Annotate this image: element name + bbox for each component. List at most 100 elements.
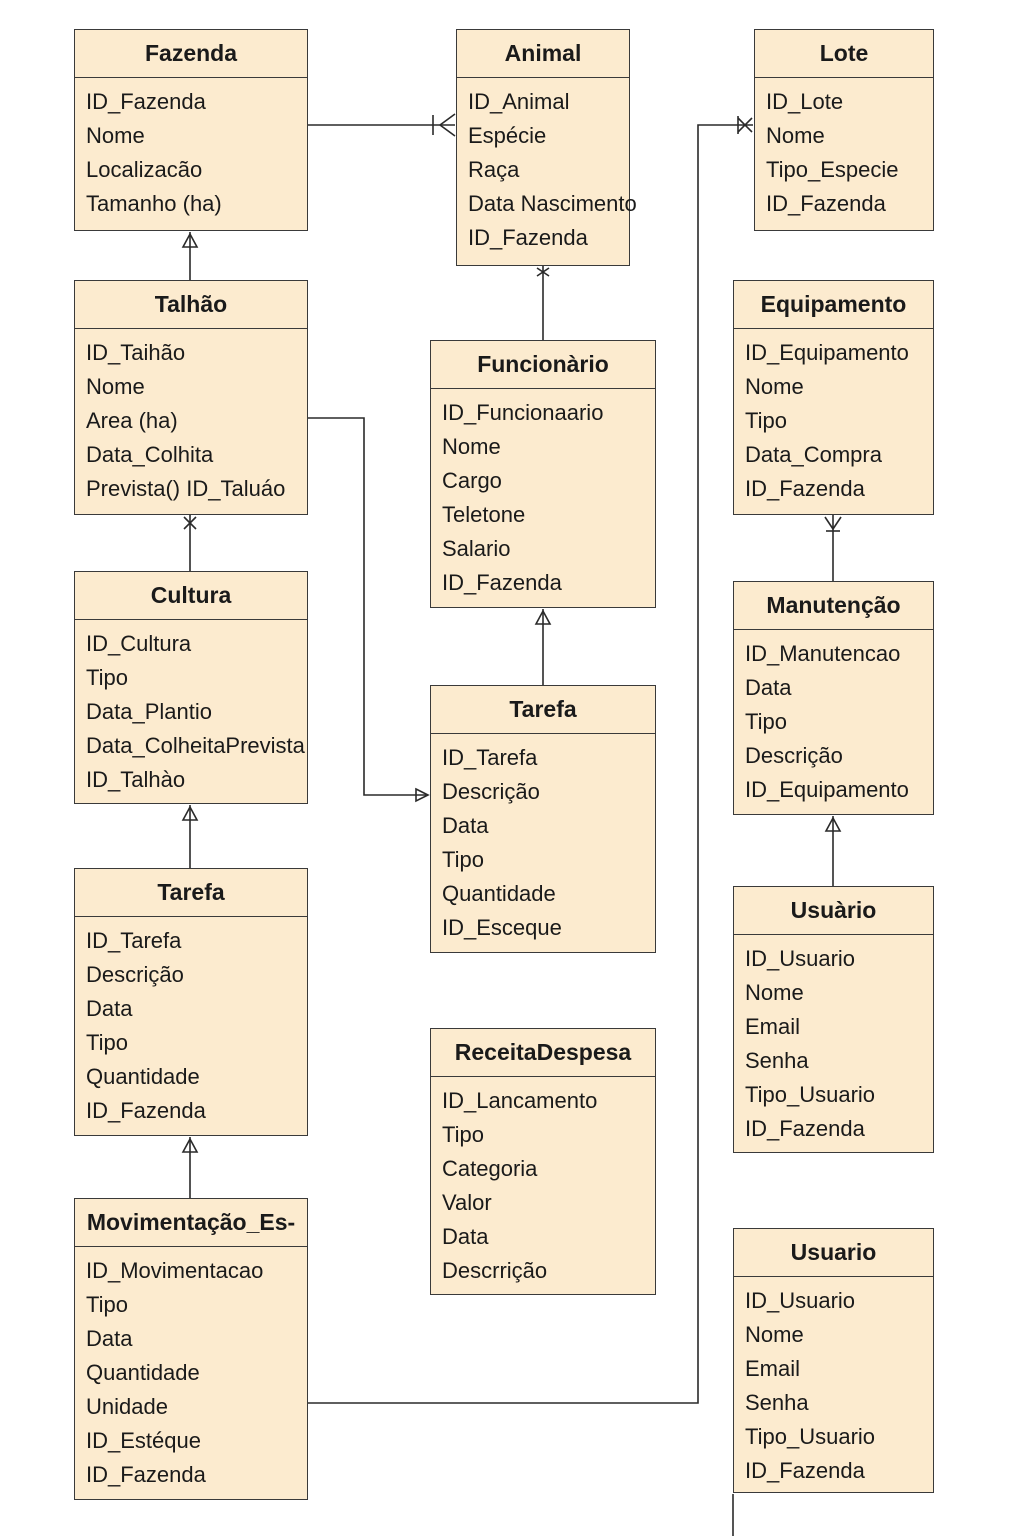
attribute: Tipo (745, 709, 787, 734)
attribute: Teletone (442, 502, 526, 527)
attribute: Cargo (442, 468, 502, 493)
entity-receita-despesa[interactable]: ReceitaDespesa ID_Lancamento Tipo Catego… (430, 1028, 656, 1295)
attribute: Descrrição (442, 1258, 548, 1283)
attribute: ID_Fazenda (766, 191, 886, 216)
attribute: Valor (442, 1190, 492, 1215)
attribute: Tipo (745, 408, 787, 433)
attribute-list: ID_Manutencao Data Tipo Descrição ID_Equ… (734, 630, 933, 807)
entity-usuario-2[interactable]: Usuario ID_Usuario Nome Email Senha Tipo… (733, 1228, 934, 1493)
entity-animal[interactable]: Animal ID_Animal Espécie Raça Data Nasci… (456, 29, 637, 266)
attribute: Localizacão (86, 157, 203, 182)
rel-manutencao-equipamento (824, 515, 842, 581)
attribute: ID_Usuario (745, 1288, 856, 1313)
attribute: ID_Equipamento (745, 777, 909, 802)
attribute: ID_Fazenda (745, 1458, 865, 1483)
attribute-list: ID_Tarefa Descrição Data Tipo Quantidade… (431, 734, 655, 945)
attribute-list: ID_Funcionaario Nome Cargo Teletone Sala… (431, 389, 655, 600)
attribute: Senha (745, 1390, 809, 1415)
attribute: Data (745, 675, 792, 700)
attribute: Raça (468, 157, 520, 182)
attribute: ID_Esceque (442, 915, 562, 940)
attribute: ID_Fazenda (86, 1462, 206, 1487)
attribute: Descrição (745, 743, 843, 768)
attribute: Quantidade (442, 881, 556, 906)
attribute: Data_ColheitaPrevista (86, 733, 305, 758)
rel-funcionario-animal (536, 266, 550, 340)
attribute: Nome (745, 374, 804, 399)
rel-movimentacao-tarefa (181, 1137, 199, 1198)
rel-movimentacao-lote (308, 116, 753, 1404)
entity-tarefa-left[interactable]: Tarefa ID_Tarefa Descrição Data Tipo Qua… (74, 868, 308, 1136)
attribute: ID_Lancamento (442, 1088, 598, 1113)
entity-talhao[interactable]: Talhão ID_Taihão Nome Area (ha) Data_Col… (74, 280, 308, 515)
attribute-list: ID_Tarefa Descrição Data Tipo Quantidade… (75, 917, 307, 1128)
attribute-list: ID_Movimentacao Tipo Data Quantidade Uni… (75, 1247, 307, 1492)
attribute: Nome (745, 980, 804, 1005)
attribute: ID_Animal (468, 89, 570, 114)
entity-title: Tarefa (75, 869, 307, 917)
attribute: ID_Fazenda (468, 225, 588, 250)
entity-title: Equipamento (734, 281, 933, 329)
attribute: Data (86, 1326, 133, 1351)
entity-title: Lote (755, 30, 933, 78)
attribute: Data (442, 813, 489, 838)
entity-fazenda[interactable]: Fazenda ID_Fazenda Nome Localizacão Tama… (74, 29, 308, 231)
attribute: Data_Colhita (86, 442, 214, 467)
entity-title: Usuario (734, 1229, 933, 1277)
entity-usuario-1[interactable]: Usuàrio ID_Usuario Nome Email Senha Tipo… (733, 886, 934, 1153)
attribute: ID_Tarefa (86, 928, 182, 953)
attribute: ID_Talhào (86, 767, 186, 792)
attribute: ID_Estéque (86, 1428, 201, 1453)
attribute: Tipo_Especie (766, 157, 899, 182)
attribute: ID_Cultura (86, 631, 192, 656)
attribute: Tamanho (ha) (86, 191, 222, 216)
attribute-list: ID_Usuario Nome Email Senha Tipo_Usuario… (734, 935, 933, 1146)
attribute-list: ID_Taihão Nome Area (ha) Data_Colhita Pr… (75, 329, 307, 506)
entity-title: Fazenda (75, 30, 307, 78)
attribute: Data (86, 996, 133, 1021)
entity-equipamento[interactable]: Equipamento ID_Equipamento Nome Tipo Dat… (733, 280, 934, 515)
attribute: Quantidade (86, 1064, 200, 1089)
rel-cultura-talhao (183, 515, 197, 571)
attribute: ID_Tarefa (442, 745, 538, 770)
attribute: Data_Plantio (86, 699, 212, 724)
attribute: Tipo_Usuario (745, 1424, 876, 1449)
attribute: Unidade (86, 1394, 168, 1419)
attribute: Categoria (442, 1156, 538, 1181)
entity-title: Cultura (75, 572, 307, 620)
attribute: Descrição (86, 962, 184, 987)
attribute: Tipo (442, 847, 484, 872)
entity-title: Animal (457, 30, 629, 78)
attribute: ID_Usuario (745, 946, 856, 971)
entity-lote[interactable]: Lote ID_Lote Nome Tipo_Especie ID_Fazend… (754, 29, 934, 231)
entity-cultura[interactable]: Cultura ID_Cultura Tipo Data_Plantio Dat… (74, 571, 308, 804)
attribute-list: ID_Usuario Nome Email Senha Tipo_Usuario… (734, 1277, 933, 1488)
entity-tarefa-center[interactable]: Tarefa ID_Tarefa Descrição Data Tipo Qua… (430, 685, 656, 953)
attribute: ID_Fazenda (745, 1116, 865, 1141)
attribute: Senha (745, 1048, 809, 1073)
attribute: ID_Fazenda (442, 570, 562, 595)
attribute: Data Nascimento (468, 191, 637, 216)
rel-talhao-fazenda (181, 232, 199, 280)
attribute: Tipo (86, 1030, 128, 1055)
attribute: Quantidade (86, 1360, 200, 1385)
attribute-list: ID_Cultura Tipo Data_Plantio Data_Colhei… (75, 620, 307, 797)
attribute: ID_Fazenda (86, 89, 206, 114)
attribute: ID_Movimentacao (86, 1258, 264, 1283)
entity-title: Movimentação_Es- (75, 1199, 307, 1247)
entity-manutencao[interactable]: Manutenção ID_Manutencao Data Tipo Descr… (733, 581, 934, 815)
rel-fazenda-animal (308, 113, 456, 137)
attribute: Area (ha) (86, 408, 178, 433)
attribute: ID_Funcionaario (442, 400, 604, 425)
entity-title: Usuàrio (734, 887, 933, 935)
attribute: Tipo (86, 665, 128, 690)
rel-talhao-tarefa (308, 417, 430, 803)
attribute: ID_Manutencao (745, 641, 901, 666)
entity-funcionario[interactable]: Funcionàrio ID_Funcionaario Nome Cargo T… (430, 340, 656, 608)
entity-movimentacao[interactable]: Movimentação_Es- ID_Movimentacao Tipo Da… (74, 1198, 308, 1500)
rel-tarefa-funcionario (534, 609, 552, 685)
attribute: ID_Fazenda (745, 476, 865, 501)
attribute: Tipo (442, 1122, 484, 1147)
attribute: Email (745, 1014, 801, 1039)
rel-usuario-manutencao (824, 816, 842, 886)
